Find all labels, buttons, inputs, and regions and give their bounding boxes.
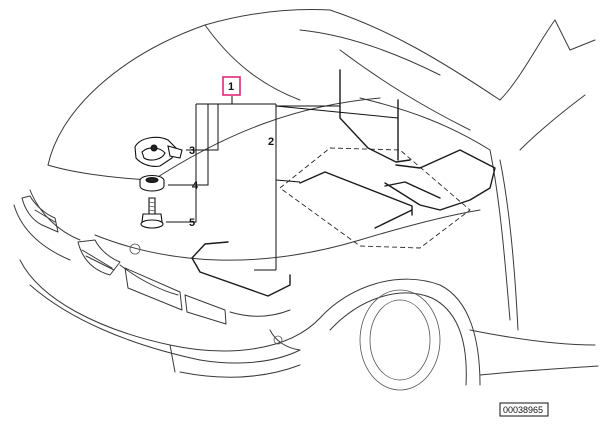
reference-number-box xyxy=(499,402,549,417)
callout-1: 1 xyxy=(228,81,234,93)
insulation-pad-outline xyxy=(279,147,471,249)
callout-5: 5 xyxy=(189,217,195,229)
callout-4: 4 xyxy=(192,180,199,192)
callout-3: 3 xyxy=(189,145,195,157)
reference-number: 00038965 xyxy=(503,405,543,415)
leader-lines xyxy=(166,96,399,271)
part-5-screw xyxy=(140,197,164,229)
callout-2: 2 xyxy=(268,136,274,148)
part-3-clip xyxy=(134,136,183,167)
car-outline xyxy=(13,9,599,391)
callout-1-box xyxy=(222,76,241,96)
hood-support-rod xyxy=(191,69,496,297)
part-4-grommet xyxy=(139,174,165,192)
